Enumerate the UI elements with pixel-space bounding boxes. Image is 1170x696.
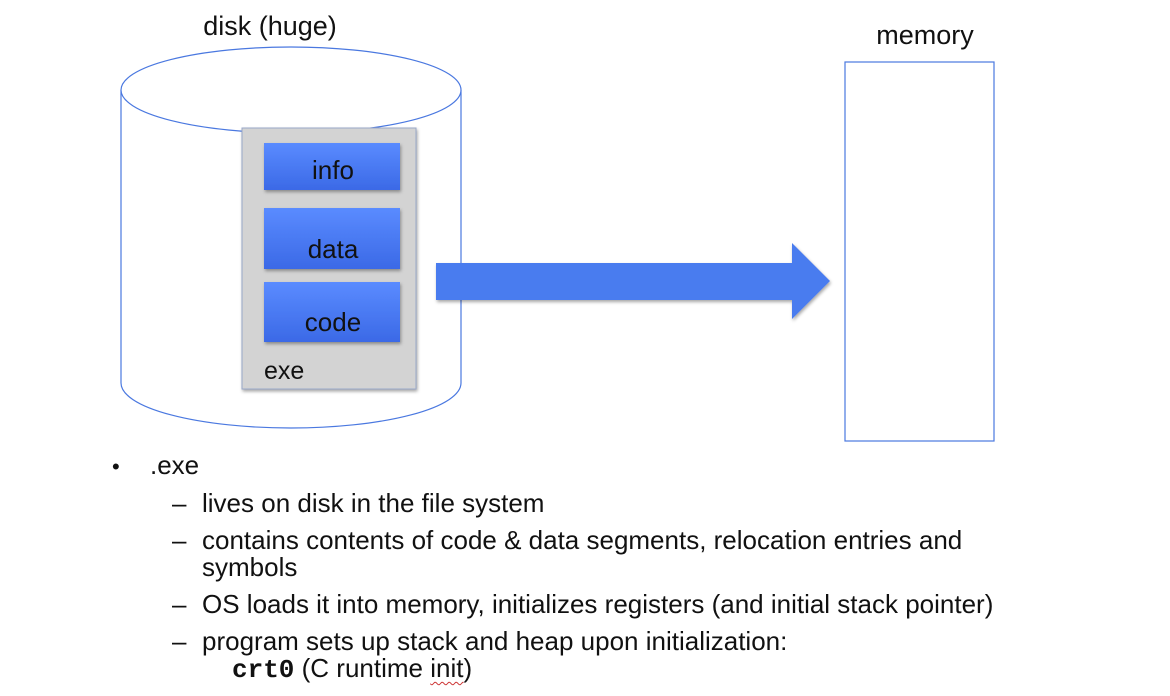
disk-to-memory-diagram: disk (huge) exe info data code memory bbox=[120, 11, 995, 442]
sub-bullet-3-text: OS loads it into memory, initializes reg… bbox=[202, 589, 994, 619]
dash: – bbox=[172, 626, 187, 656]
disk-label: disk (huge) bbox=[203, 11, 337, 41]
dash: – bbox=[172, 589, 187, 619]
sub-bullet-4-text: program sets up stack and heap upon init… bbox=[202, 628, 1062, 684]
init-word: init bbox=[430, 653, 464, 683]
load-arrow-icon bbox=[436, 243, 830, 319]
memory-label: memory bbox=[876, 20, 974, 50]
bullet-exe-text: .exe bbox=[150, 450, 200, 480]
paren-close: ) bbox=[463, 653, 473, 683]
sub-bullet-4-line2: crt0 (C runtime init) bbox=[202, 655, 1062, 684]
segment-info: info bbox=[264, 143, 400, 190]
crt0-code: crt0 bbox=[232, 655, 295, 685]
bullet-exe: • .exe bbox=[112, 452, 199, 480]
memory-box bbox=[844, 61, 995, 442]
exe-label: exe bbox=[264, 357, 304, 385]
paren-open: (C runtime bbox=[294, 653, 431, 683]
segment-code-label: code bbox=[305, 307, 361, 337]
segment-code: code bbox=[264, 282, 400, 342]
sub-bullet-2-text: contains contents of code & data segment… bbox=[202, 525, 963, 582]
dash: – bbox=[172, 488, 187, 518]
sub-bullet-4-line1: program sets up stack and heap upon init… bbox=[202, 626, 788, 656]
dash: – bbox=[172, 525, 187, 555]
segment-data-label: data bbox=[308, 234, 359, 264]
sub-bullet-1-text: lives on disk in the file system bbox=[202, 488, 545, 518]
segment-data: data bbox=[264, 208, 400, 269]
bullet-dot: • bbox=[112, 454, 120, 479]
segment-info-label: info bbox=[312, 155, 354, 185]
